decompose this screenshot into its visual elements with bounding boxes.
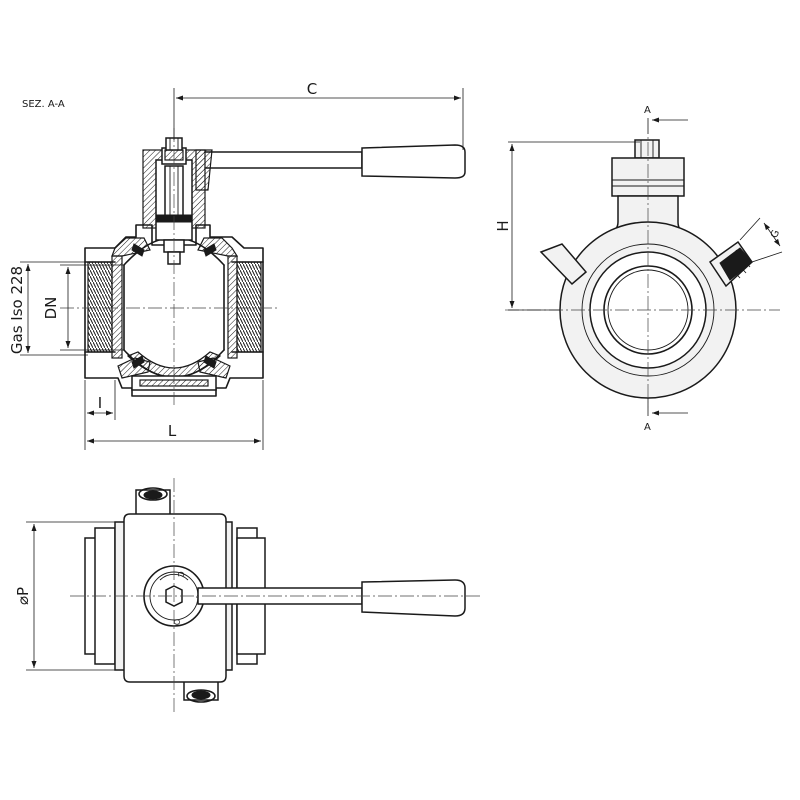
dim-dn-label: DN xyxy=(42,297,60,320)
side-view: A A H G xyxy=(494,105,782,433)
dim-i-label: I xyxy=(98,394,102,412)
section-view: SEZ. A-A xyxy=(8,80,466,450)
lever-grip xyxy=(361,144,466,179)
section-title: SEZ. A-A xyxy=(22,99,65,110)
dim-l-label: L xyxy=(168,422,177,440)
dim-g-label: G xyxy=(769,229,782,240)
dim-c-label: C xyxy=(307,80,317,98)
dial-mark-open: O xyxy=(172,619,181,625)
left-thread xyxy=(87,261,113,353)
dial-mark-closed: C xyxy=(176,571,185,577)
top-lever-grip xyxy=(361,579,466,617)
right-thread xyxy=(236,261,262,353)
dim-h-label: H xyxy=(494,220,512,231)
dim-gas-label: Gas Iso 228 xyxy=(8,266,26,354)
section-mark-bottom: A xyxy=(644,422,651,433)
top-view: C O ⪦ ⌀P xyxy=(14,478,480,712)
section-mark-top: A xyxy=(644,105,651,116)
dim-p-label: ⌀P xyxy=(14,587,32,605)
lever-arm xyxy=(204,151,363,169)
